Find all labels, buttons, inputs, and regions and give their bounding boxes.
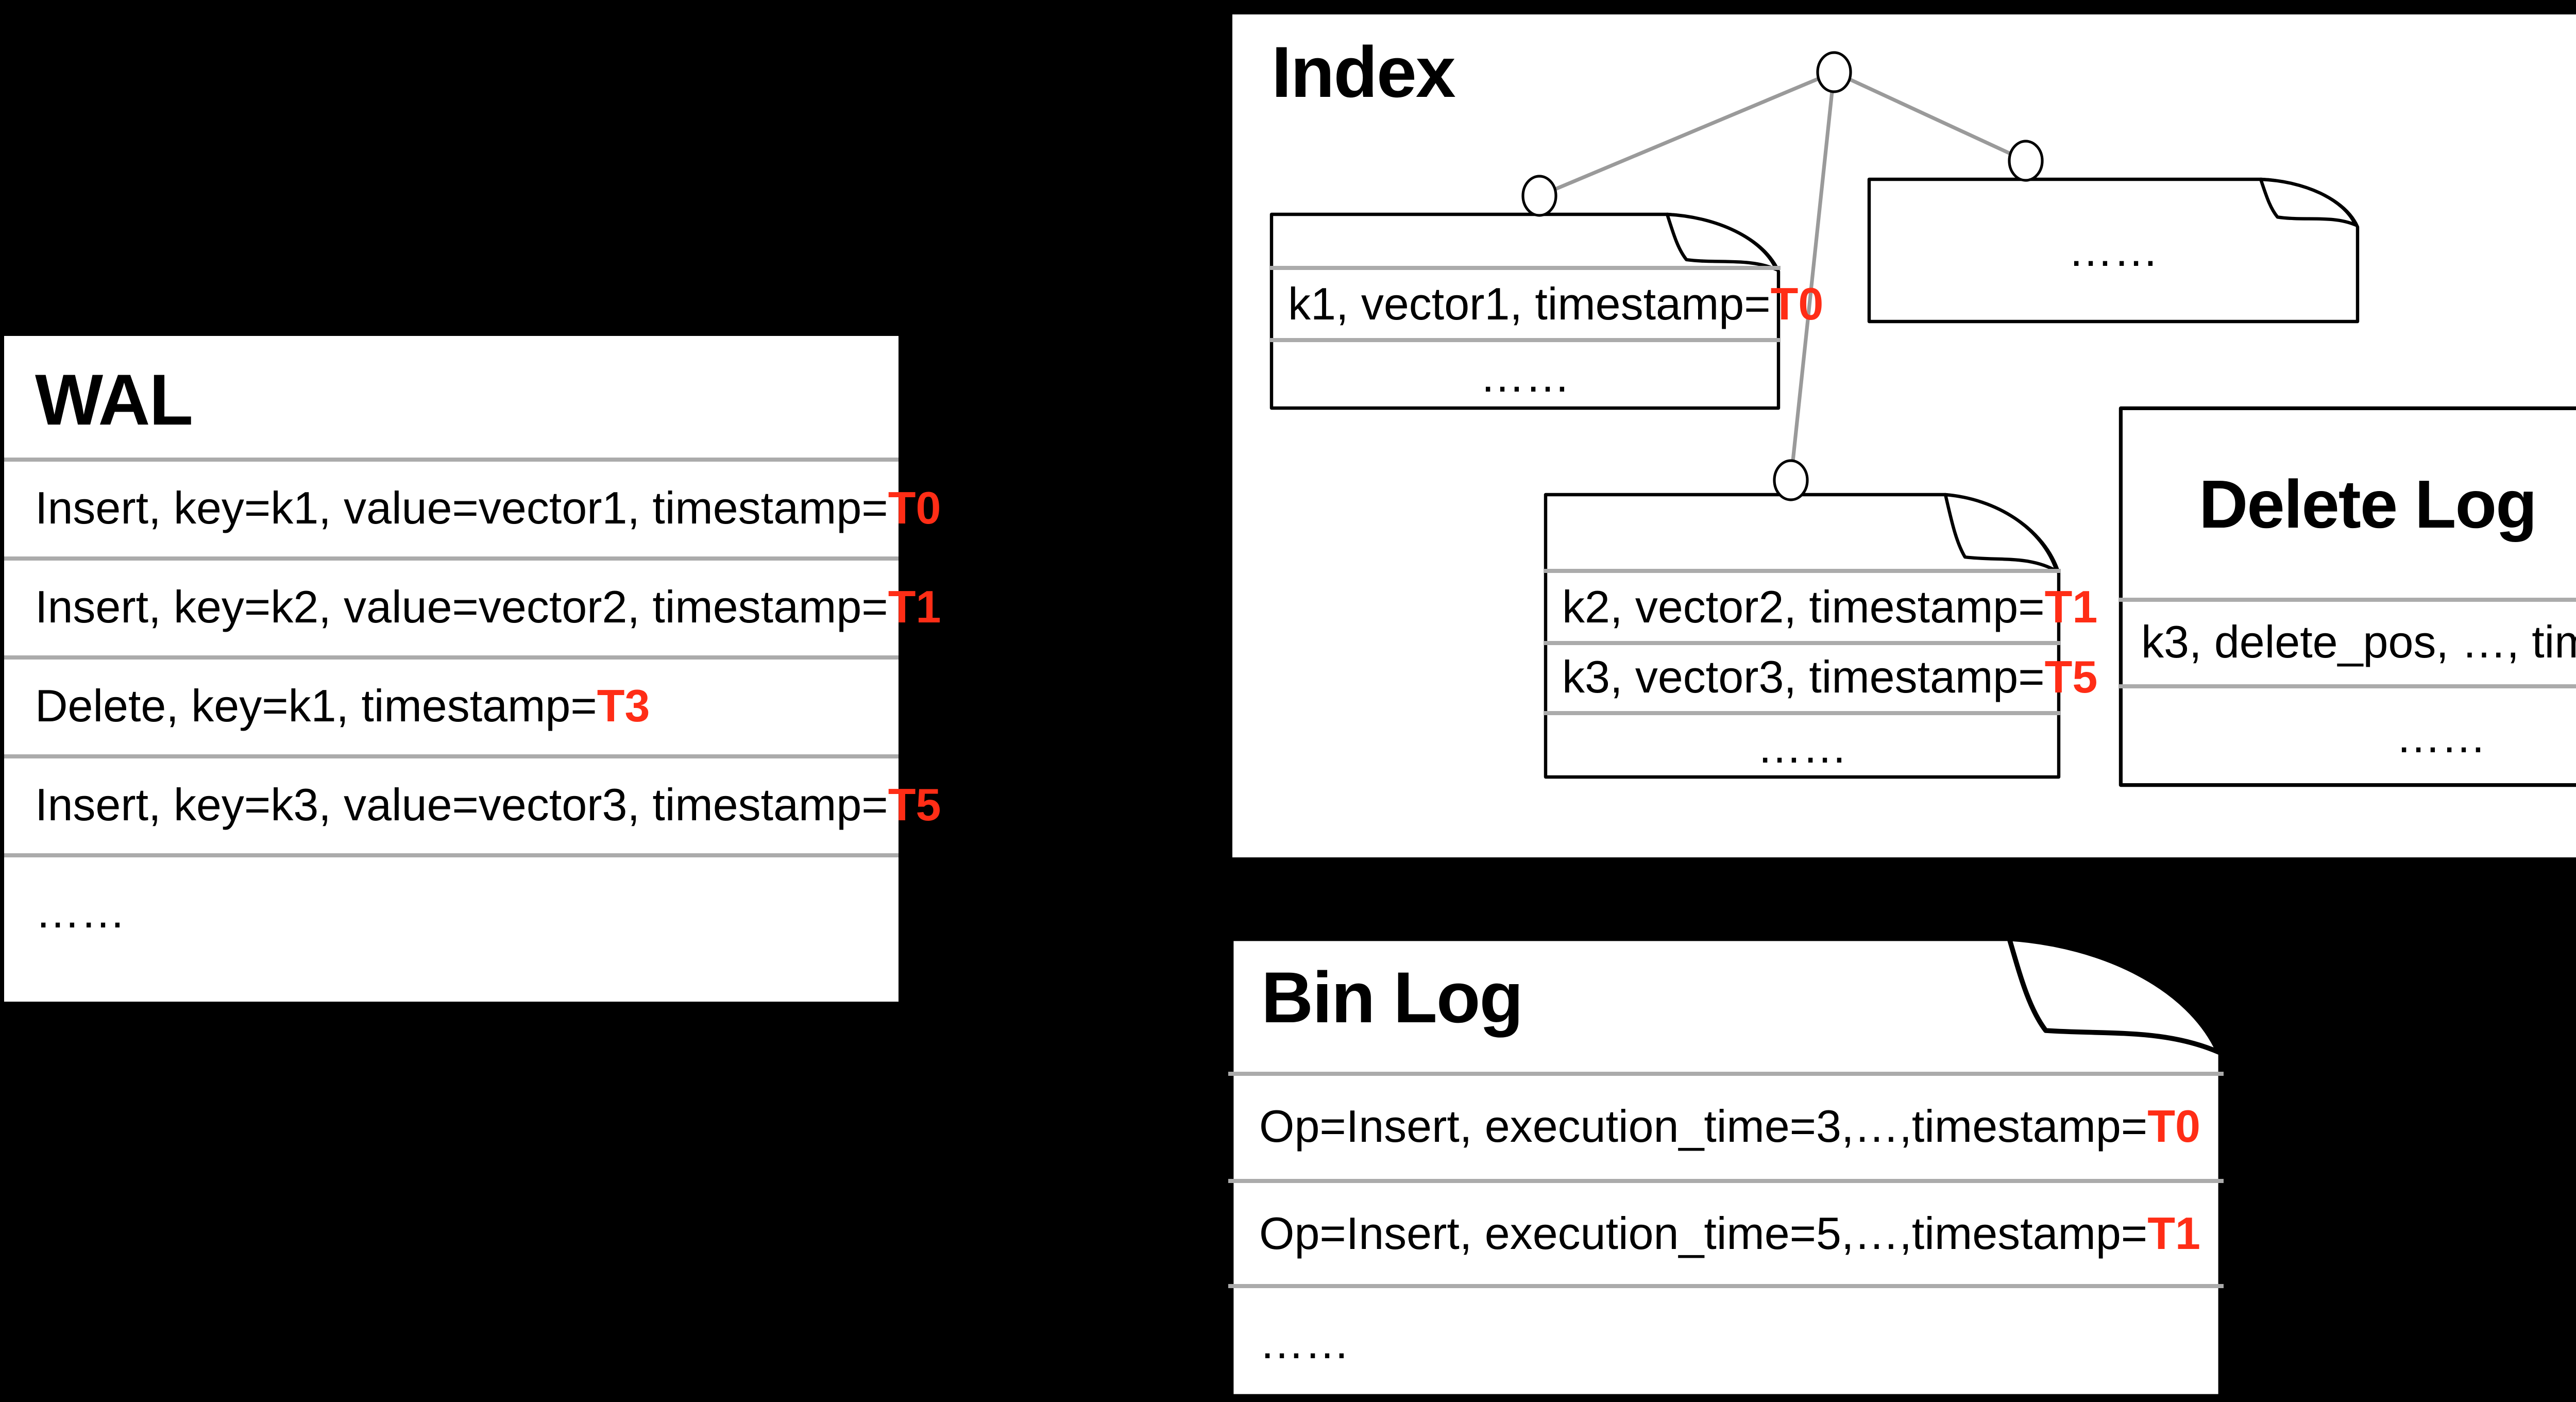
wal-row-2-text: Insert, key=k2, value=vector2, timestamp… xyxy=(35,581,888,633)
delete-log-title: Delete Log xyxy=(2199,466,2537,542)
doc-row-ellipsis: …… xyxy=(1228,1284,2224,1399)
tree-node-left-circle xyxy=(1521,175,1557,217)
doc-row-ellipsis: …… xyxy=(1867,177,2360,324)
delete-log-row-k3: k3, delete_pos, …, timestamp=T3 xyxy=(2119,598,2576,684)
ellipsis-text: …… xyxy=(1259,1317,1350,1369)
index-segment-doc-k1: k1, vector1, timestamp=T0 …… xyxy=(1269,212,1823,410)
binlog-row-1-text: Op=Insert, execution_time=3,…,timestamp= xyxy=(1259,1101,2148,1152)
wal-row-delete-k1: Delete, key=k1, timestamp=T3 xyxy=(4,655,899,754)
document-outline-folded-corner xyxy=(1269,212,1781,410)
delete-log-doc: Delete Log k3, delete_pos, …, timestamp=… xyxy=(2119,406,2576,787)
wal-panel: WAL Insert, key=k1, value=vector1, times… xyxy=(4,336,941,1002)
k3-row-timestamp: T5 xyxy=(2044,651,2098,703)
doc-row-k1: k1, vector1, timestamp=T0 xyxy=(1269,266,1823,338)
index-panel: Index k1, vector1, timestamp=T0 …… xyxy=(1232,14,2576,857)
delete-row-text: k3, delete_pos, …, timestamp= xyxy=(2141,616,2576,668)
index-tree-edges xyxy=(1538,70,2027,481)
wal-row-insert-k2: Insert, key=k2, value=vector2, timestamp… xyxy=(4,556,941,655)
index-tree-nodes xyxy=(1521,51,2044,501)
wal-row-insert-k1: Insert, key=k1, value=vector1, timestamp… xyxy=(4,458,941,556)
wal-row-ellipsis: …… xyxy=(4,853,899,1002)
bin-log-row-2: Op=Insert, execution_time=5,…,timestamp=… xyxy=(1228,1179,2224,1284)
doc-row-ellipsis: …… xyxy=(1269,338,1781,410)
binlog-row-2-text: Op=Insert, execution_time=5,…,timestamp= xyxy=(1259,1207,2148,1258)
document-outline-folded-corner xyxy=(1544,493,2061,779)
doc-row-k3: k3, vector3, timestamp=T5 xyxy=(1544,641,2097,711)
doc-row-k2: k2, vector2, timestamp=T1 xyxy=(1544,569,2097,641)
wal-row-4-timestamp: T5 xyxy=(888,779,941,831)
document-outline-folded-corner xyxy=(1867,177,2360,324)
wal-row-2-timestamp: T1 xyxy=(888,581,941,633)
ellipsis-text: …… xyxy=(1757,720,1848,772)
tree-edge-root-right xyxy=(1833,70,2027,163)
wal-row-4-text: Insert, key=k3, value=vector3, timestamp… xyxy=(35,779,888,831)
tree-edge-root-left xyxy=(1538,70,1835,198)
bin-log-row-1: Op=Insert, execution_time=3,…,timestamp=… xyxy=(1228,1072,2224,1179)
wal-row-insert-k3: Insert, key=k3, value=vector3, timestamp… xyxy=(4,754,941,853)
tree-node-root-circle xyxy=(1816,51,1852,93)
index-segment-doc-more: …… xyxy=(1867,177,2360,324)
wal-row-3-timestamp: T3 xyxy=(597,680,650,732)
wal-row-5-text: …… xyxy=(35,886,126,938)
wal-row-3-text: Delete, key=k1, timestamp= xyxy=(35,680,597,732)
bin-log-title: Bin Log xyxy=(1261,958,1523,1039)
doc-row-ellipsis: …… xyxy=(1544,711,2061,779)
k2-row-text: k2, vector2, timestamp= xyxy=(1562,580,2045,632)
k2-row-timestamp: T1 xyxy=(2044,580,2098,632)
k3-row-text: k3, vector3, timestamp= xyxy=(1562,651,2045,703)
k1-row-text: k1, vector1, timestamp= xyxy=(1288,277,1771,329)
index-segment-doc-k2-k3: k2, vector2, timestamp=T1 k3, vector3, t… xyxy=(1544,493,2097,779)
ellipsis-text: …… xyxy=(2068,224,2159,275)
bin-log-doc: Bin Log Op=Insert, execution_time=3,…,ti… xyxy=(1228,936,2224,1399)
wal-row-1-text: Insert, key=k1, value=vector1, timestamp… xyxy=(35,482,888,534)
tree-edge-root-middle xyxy=(1789,72,1836,481)
tree-node-right-circle xyxy=(2008,140,2044,182)
ellipsis-text: …… xyxy=(2396,711,2486,763)
index-title: Index xyxy=(1272,33,1456,113)
document-outline-folded-corner xyxy=(1228,936,2224,1399)
doc-row-ellipsis: …… xyxy=(2119,684,2576,787)
binlog-row-1-timestamp: T0 xyxy=(2147,1101,2200,1152)
wal-title: WAL xyxy=(35,361,193,441)
ellipsis-text: …… xyxy=(1480,349,1570,401)
wal-row-1-timestamp: T0 xyxy=(888,482,941,534)
tree-node-middle-circle xyxy=(1773,459,1809,501)
k1-row-timestamp: T0 xyxy=(1770,277,1824,329)
binlog-row-2-timestamp: T1 xyxy=(2147,1207,2200,1258)
document-outline-folded-corner xyxy=(2119,406,2576,787)
